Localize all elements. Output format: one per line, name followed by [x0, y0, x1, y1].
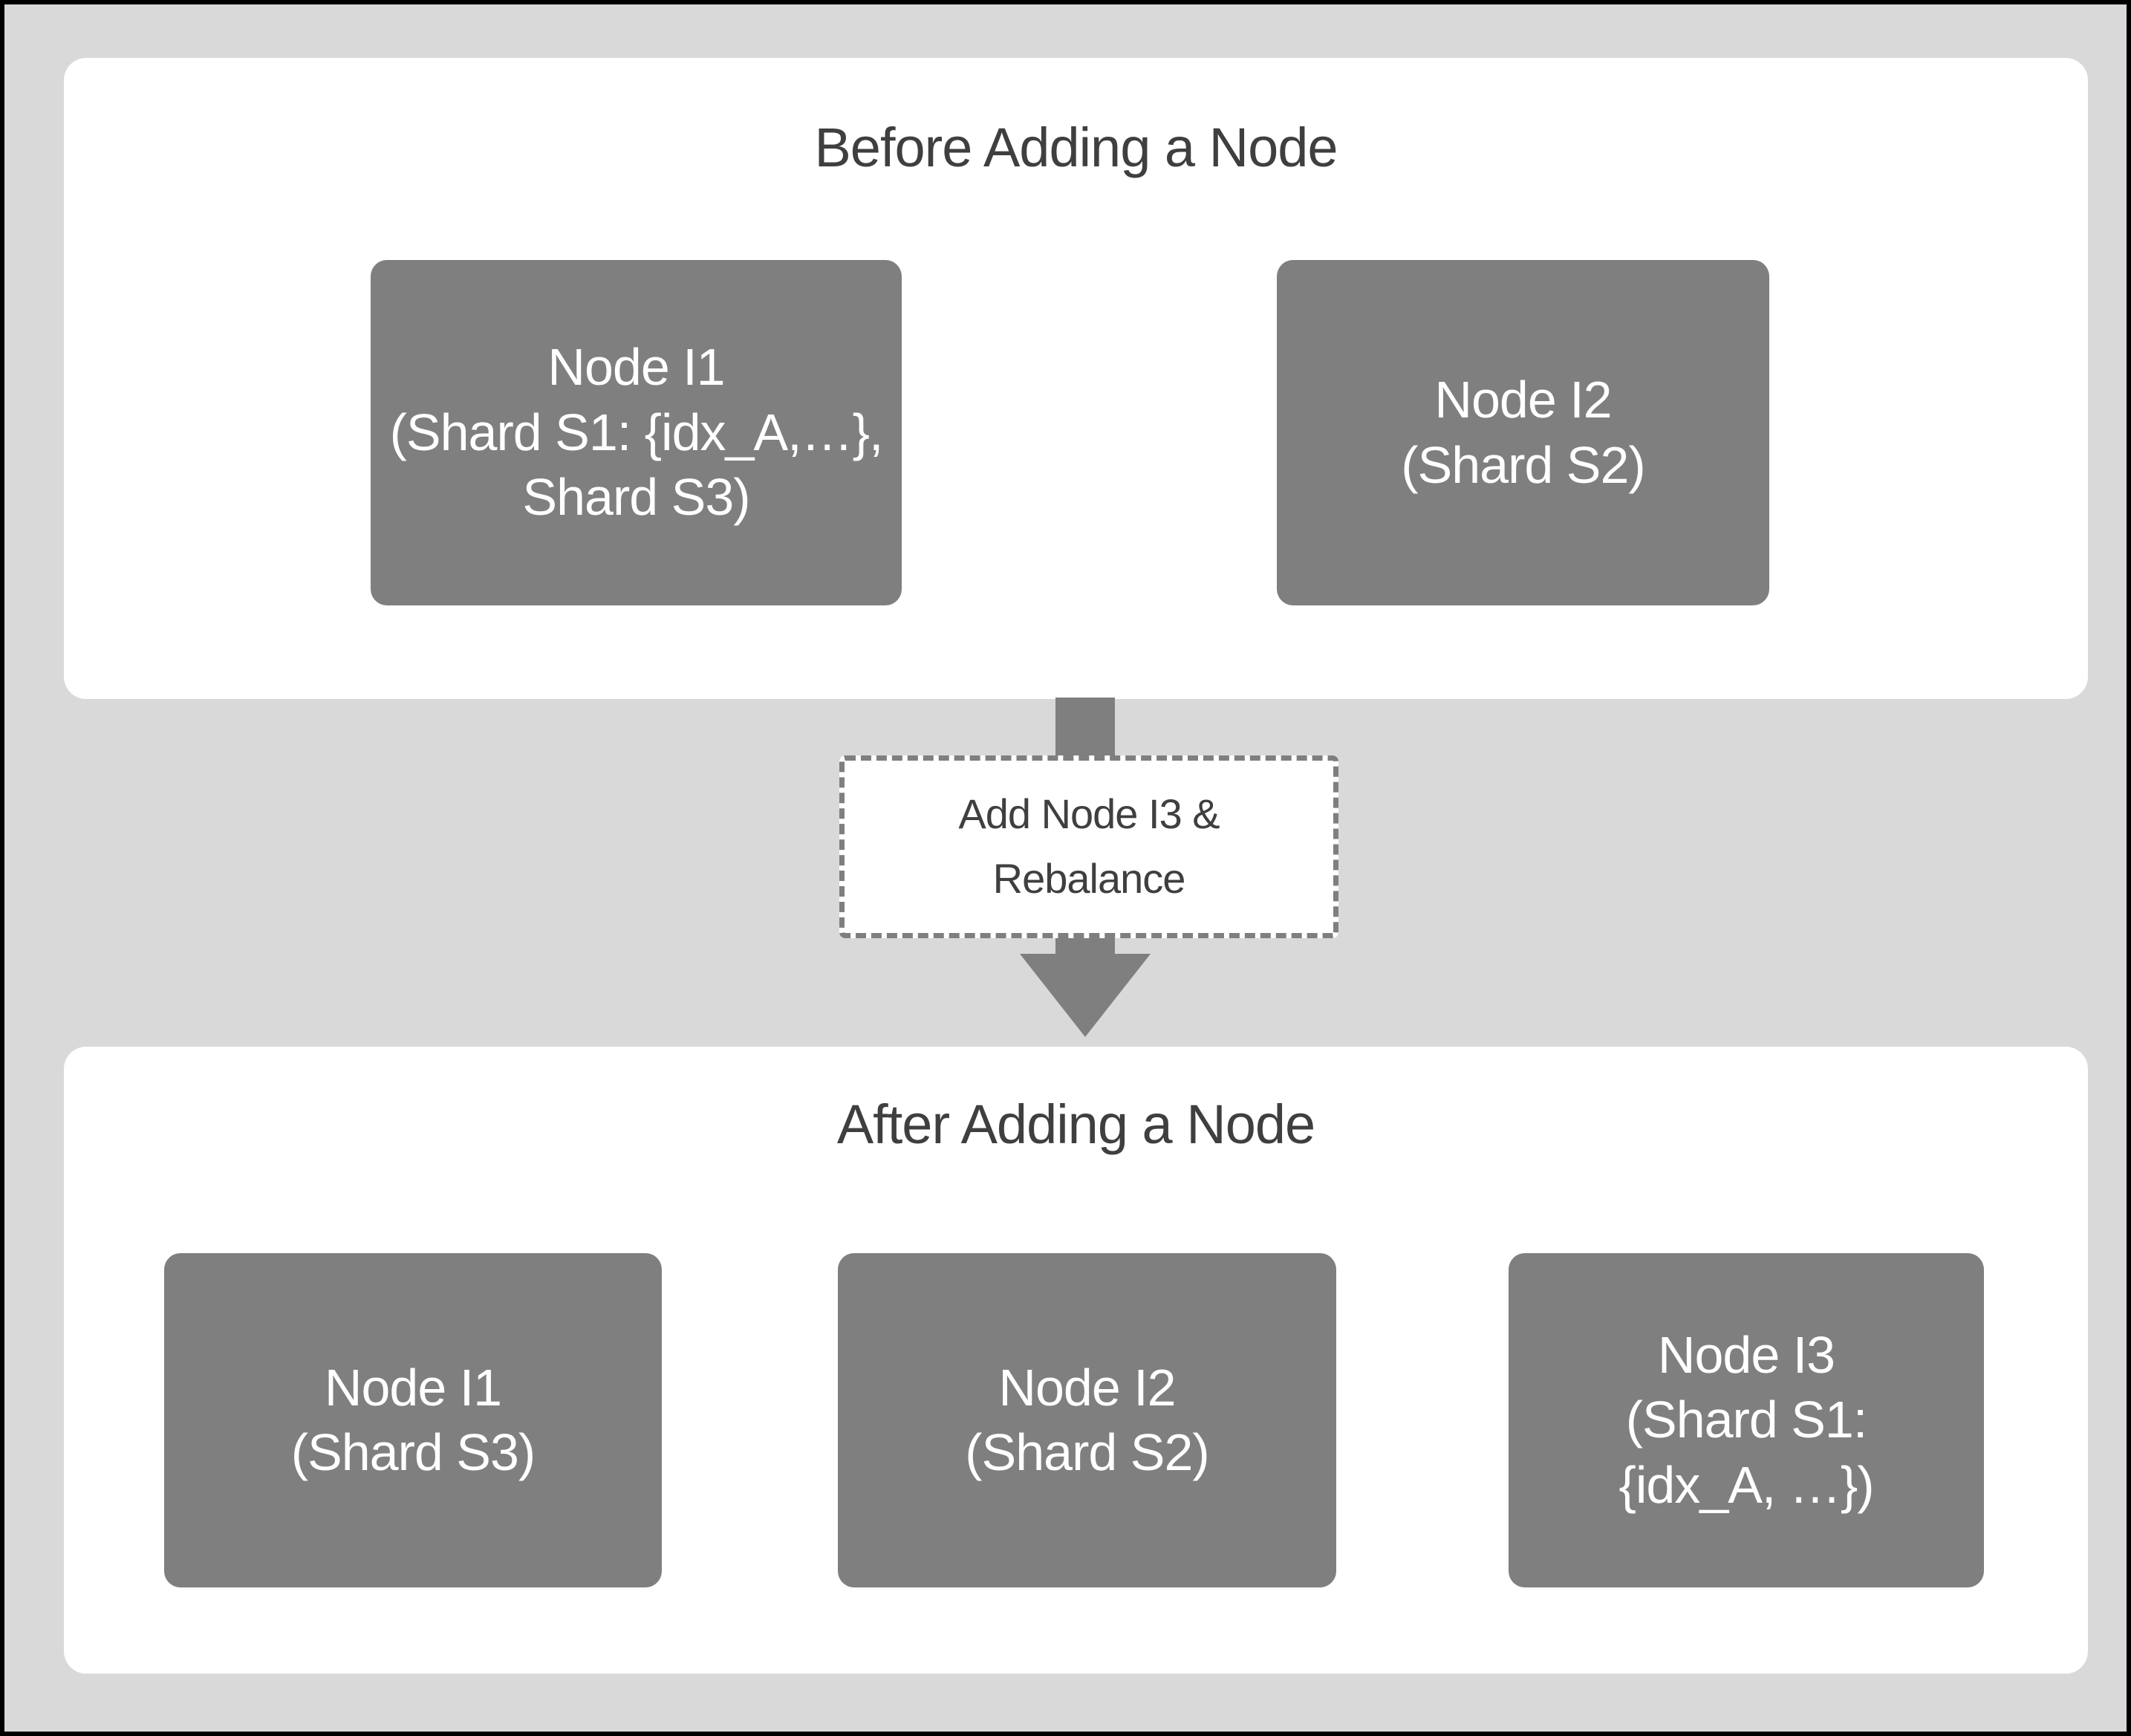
node-label-line: (Shard S1: {idx_A,…},: [389, 403, 884, 461]
after-panel: After Adding a Node Node I1 (Shard S3) N…: [64, 1047, 2088, 1674]
node-after-i1: Node I1 (Shard S3): [164, 1253, 662, 1587]
node-label-line: (Shard S1:: [1625, 1391, 1868, 1449]
node-label-line: Node I1: [547, 338, 725, 397]
node-label-line: Shard S3): [522, 468, 750, 527]
node-label-line: Node I2: [1434, 371, 1612, 429]
down-arrow-head-icon: [1020, 954, 1151, 1037]
node-before-i2: Node I2 (Shard S2): [1277, 260, 1769, 605]
node-label-line: (Shard S2): [965, 1423, 1209, 1481]
node-after-i3: Node I3 (Shard S1: {idx_A, …}): [1509, 1253, 1984, 1587]
before-panel-title: Before Adding a Node: [814, 117, 1338, 178]
add-node-rebalance-step-box: Add Node I3 & Rebalance: [839, 755, 1338, 938]
before-panel: Before Adding a Node Node I1 (Shard S1: …: [64, 58, 2088, 699]
node-label-line: (Shard S2): [1401, 435, 1645, 494]
node-label-line: {idx_A, …}): [1618, 1455, 1874, 1514]
node-after-i2: Node I2 (Shard S2): [838, 1253, 1336, 1587]
node-before-i1: Node I1 (Shard S1: {idx_A,…}, Shard S3): [371, 260, 902, 605]
transition-label-line: Add Node I3 &: [958, 790, 1220, 838]
node-label-line: Node I1: [324, 1358, 502, 1417]
node-label-line: (Shard S3): [290, 1423, 536, 1481]
node-label-line: Node I3: [1657, 1325, 1835, 1384]
node-label-line: Node I2: [998, 1358, 1176, 1417]
transition-label-line: Rebalance: [992, 855, 1186, 902]
after-panel-title: After Adding a Node: [836, 1093, 1315, 1155]
